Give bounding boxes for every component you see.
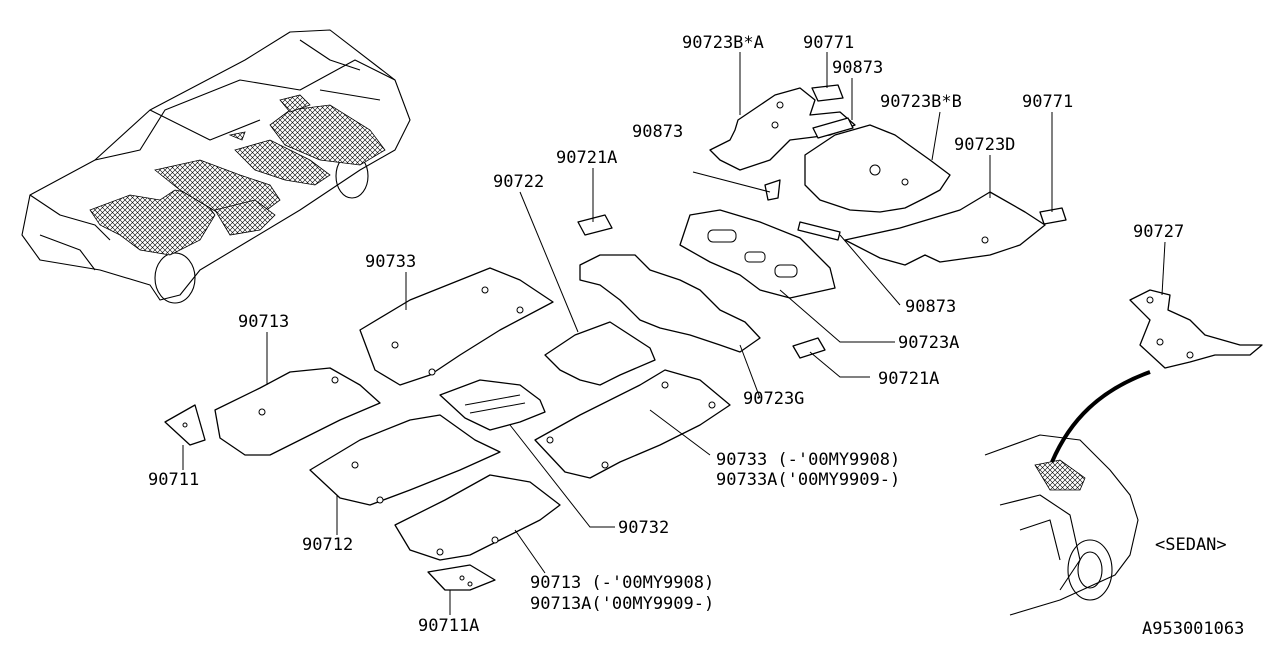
part-90723B-A-shape bbox=[709, 87, 856, 171]
part-90721A-right-shape bbox=[792, 337, 826, 359]
label-90771-top: 90771 bbox=[803, 33, 854, 53]
part-90712-shape bbox=[309, 414, 501, 506]
part-90721A-top-shape bbox=[577, 214, 613, 236]
part-90711-shape bbox=[164, 404, 206, 446]
diagram-code: A953001063 bbox=[1142, 619, 1244, 639]
label-90727: 90727 bbox=[1133, 222, 1184, 242]
part-90723G-shape bbox=[579, 254, 761, 353]
label-90733: 90733 bbox=[365, 252, 416, 272]
part-90873-bottom-shape bbox=[797, 221, 841, 241]
part-90771-top-shape bbox=[811, 84, 844, 102]
part-90713-upper-shape bbox=[214, 367, 381, 456]
label-90723A: 90723A bbox=[898, 333, 959, 353]
car-overview-illustration bbox=[21, 29, 411, 304]
label-90713: 90713 bbox=[238, 312, 289, 332]
part-90732-shape bbox=[439, 379, 546, 431]
label-90723B-A: 90723B*A bbox=[682, 33, 764, 53]
part-90733-upper-shape bbox=[359, 267, 554, 386]
label-90733-range1: 90733 (-'00MY9908) bbox=[716, 450, 900, 470]
label-90873-bottom: 90873 bbox=[905, 297, 956, 317]
label-90721A-top: 90721A bbox=[556, 148, 617, 168]
label-90733-range2: 90733A('00MY9909-) bbox=[716, 470, 900, 490]
part-90873-left-shape bbox=[764, 179, 781, 201]
label-90732: 90732 bbox=[618, 518, 669, 538]
part-90733-lower-shape bbox=[534, 369, 731, 479]
label-90713-range2: 90713A('00MY9909-) bbox=[530, 594, 714, 614]
label-90722: 90722 bbox=[493, 172, 544, 192]
part-90723A-shape bbox=[679, 209, 836, 299]
label-90723D: 90723D bbox=[954, 135, 1015, 155]
label-90723B-B: 90723B*B bbox=[880, 92, 962, 112]
part-90727-shape bbox=[1129, 289, 1263, 369]
leader-lines bbox=[182, 52, 1166, 615]
part-90711A-shape bbox=[427, 564, 496, 591]
part-90723D-shape bbox=[844, 191, 1046, 266]
label-90873-top: 90873 bbox=[832, 58, 883, 78]
label-90711A: 90711A bbox=[418, 616, 479, 636]
label-90713-range1: 90713 (-'00MY9908) bbox=[530, 573, 714, 593]
label-90771-right: 90771 bbox=[1022, 92, 1073, 112]
label-90873-left: 90873 bbox=[632, 122, 683, 142]
label-90712: 90712 bbox=[302, 535, 353, 555]
sedan-inset-illustration bbox=[984, 370, 1151, 616]
part-90771-right-shape bbox=[1039, 207, 1067, 225]
label-90721A-right: 90721A bbox=[878, 369, 939, 389]
part-90873-top-shape bbox=[812, 117, 854, 139]
label-90723G: 90723G bbox=[743, 389, 804, 409]
part-90713-lower-shape bbox=[394, 474, 561, 561]
part-90722-shape bbox=[544, 321, 656, 386]
label-90711: 90711 bbox=[148, 470, 199, 490]
label-sedan: <SEDAN> bbox=[1155, 535, 1227, 555]
part-90723B-B-shape bbox=[804, 124, 951, 213]
